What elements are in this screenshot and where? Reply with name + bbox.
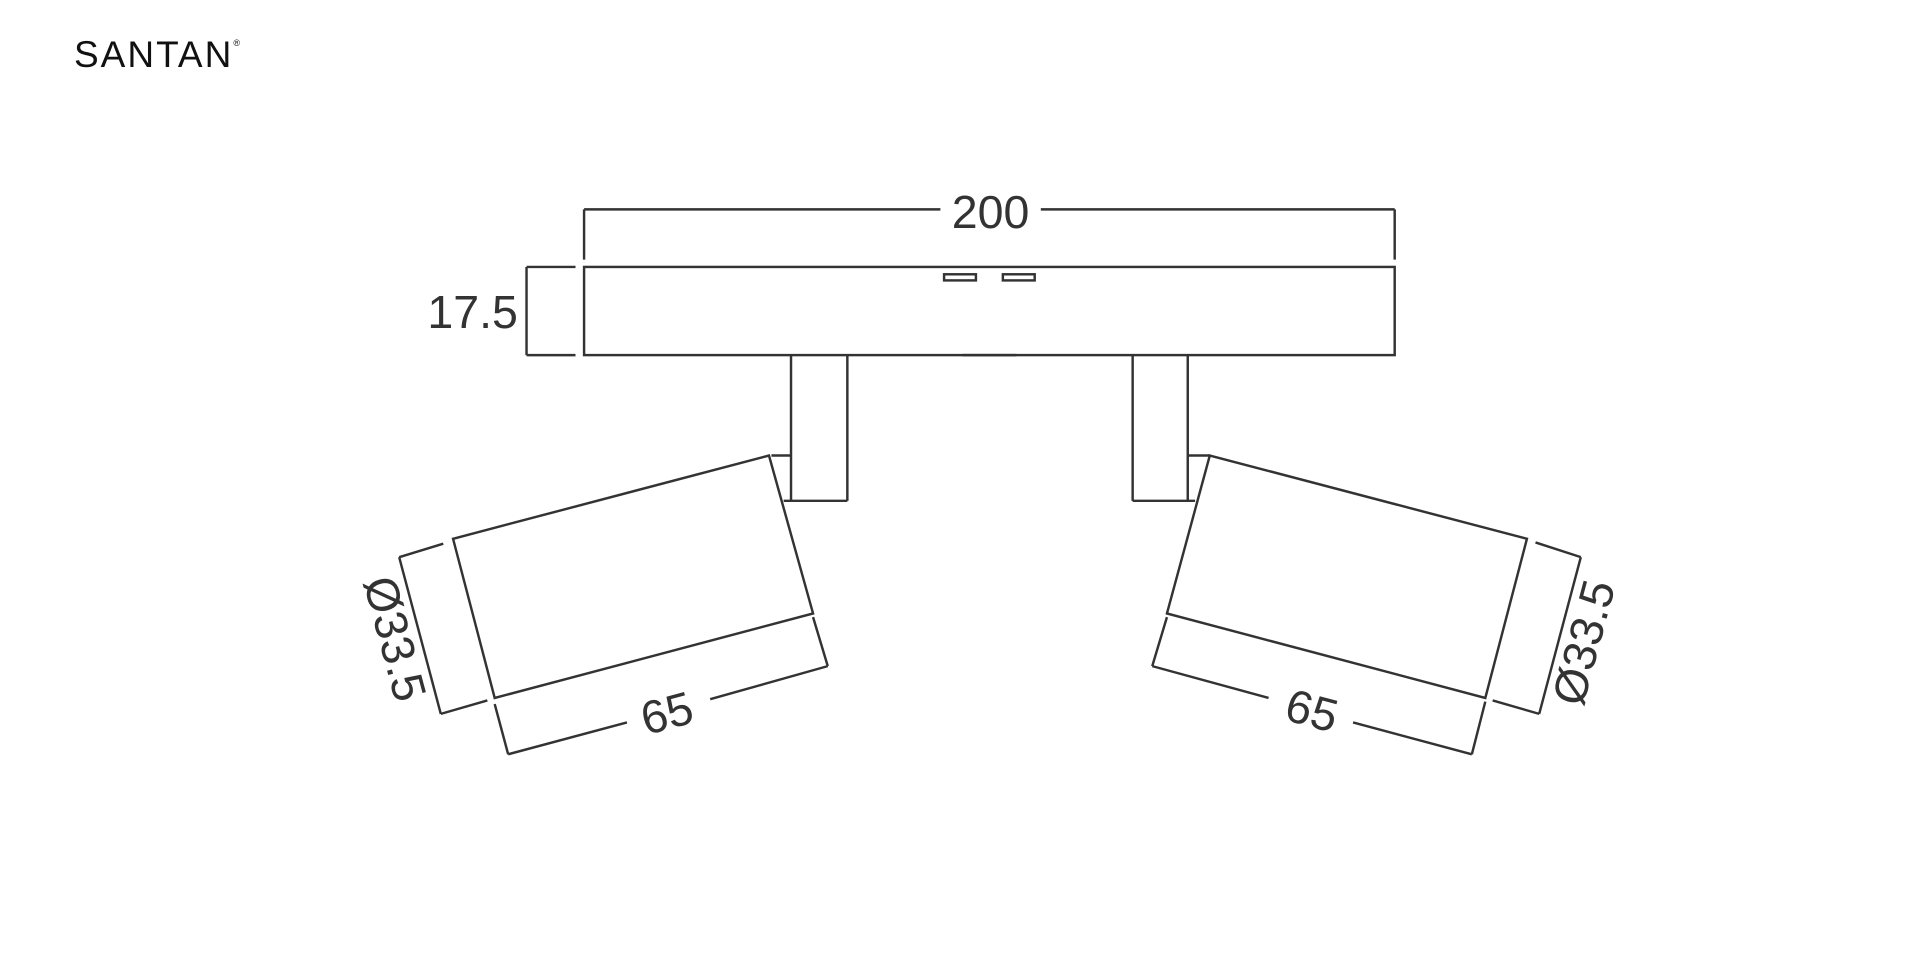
right-diameter-dimension: Ø33.5 xyxy=(1492,541,1625,716)
brand-logo: SANTAN® xyxy=(74,34,242,76)
height-label: 17.5 xyxy=(427,286,518,338)
left-diameter-label: Ø33.5 xyxy=(354,571,437,707)
left-length-label: 65 xyxy=(635,681,698,745)
width-dimension: 200 xyxy=(582,186,1396,260)
height-dimension: 17.5 xyxy=(427,265,576,357)
left-diameter-dimension: Ø33.5 xyxy=(354,542,488,716)
right-length-label: 65 xyxy=(1280,679,1343,743)
left-spotlight xyxy=(451,355,849,700)
right-spotlight xyxy=(1131,355,1529,700)
track-bar xyxy=(582,265,1396,357)
width-label: 200 xyxy=(952,186,1030,238)
registered-mark: ® xyxy=(233,38,242,48)
left-length-dimension: 65 xyxy=(493,616,829,756)
brand-name: SANTAN xyxy=(74,34,234,75)
right-diameter-label: Ø33.5 xyxy=(1542,574,1625,710)
